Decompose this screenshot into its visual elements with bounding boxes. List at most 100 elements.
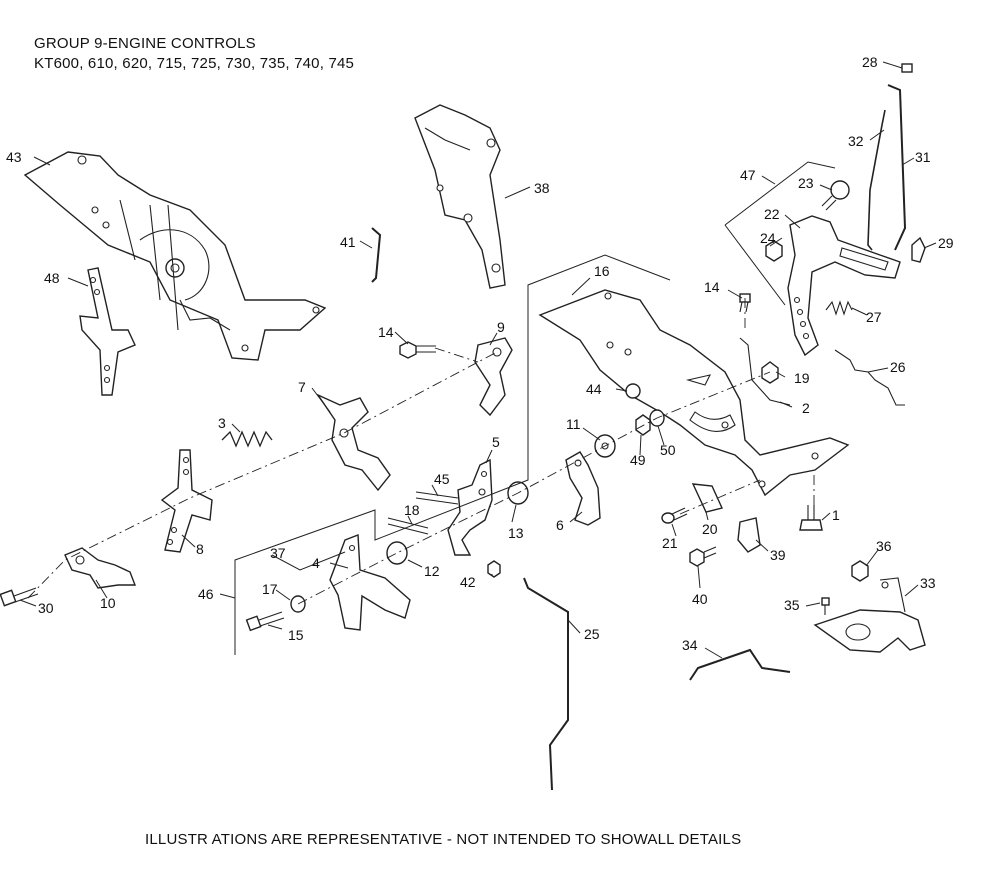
part-18-pin [387,517,429,535]
callout-34: 34 [682,637,698,653]
callout-44: 44 [586,381,602,397]
callout-11: 11 [566,416,581,432]
callout-45: 45 [434,471,450,487]
part-4-lever [329,534,411,631]
model-list: KT600, 610, 620, 715, 725, 730, 735, 740… [34,55,355,72]
callout-4: 4 [312,555,320,571]
callout-13: 13 [508,525,524,541]
part-10-plate [64,547,137,589]
callout-14a: 14 [378,324,394,340]
callout-37: 37 [270,545,286,561]
callout-48: 48 [44,270,60,286]
callout-27: 27 [866,309,882,325]
callout-43: 43 [6,149,22,165]
callout-47: 47 [740,167,756,183]
part-6-lever [565,451,601,526]
part-30-bolt [0,587,39,607]
callout-50: 50 [660,442,676,458]
part-36-nut [851,560,869,582]
callout-36: 36 [876,538,892,554]
part-33-bracket [813,577,926,653]
group-outline-lines [234,161,836,655]
part-29-clip [911,236,926,263]
part-7-lever [316,393,391,492]
callout-38: 38 [534,180,550,196]
callout-23: 23 [798,175,814,191]
part-8-lever [160,449,213,553]
diagram-title: GROUP 9-ENGINE CONTROLS [34,35,256,52]
part-26-spring [834,349,905,406]
callout-40: 40 [692,591,708,607]
callout-42: 42 [460,574,476,590]
part-34-rod [689,648,791,681]
part-3-spring [221,430,273,448]
part-38-bracket [414,104,506,289]
part-39-clip [737,517,761,553]
leader-lines [19,61,937,659]
callout-28: 28 [862,54,878,70]
callout-49: 49 [630,452,646,468]
callout-41: 41 [340,234,356,250]
part-43-control-bracket [23,151,327,361]
callout-18: 18 [404,502,420,518]
callout-33: 33 [920,575,936,591]
callout-24: 24 [760,230,776,246]
callout-26: 26 [890,359,906,375]
part-40-bolt [689,546,717,567]
part-12-washer [386,541,408,565]
part-41-rod [371,227,382,283]
callout-21: 21 [662,535,678,551]
part-1-bolt [799,505,823,531]
part-14-bolt-left [399,341,436,359]
callout-14b: 14 [704,279,720,295]
callout-1: 1 [832,507,840,523]
callout-31: 31 [915,149,931,165]
callout-22: 22 [764,206,780,222]
part-25-rod [523,577,569,791]
callout-20: 20 [702,521,718,537]
callout-9: 9 [497,319,505,335]
callout-32: 32 [848,133,864,149]
callout-10: 10 [100,595,116,611]
part-28-screw [901,63,913,73]
callout-17: 17 [262,581,278,597]
part-49-nut [635,414,651,436]
callout-29: 29 [938,235,954,251]
part-15-bolt [245,611,285,632]
callout-30: 30 [38,600,54,616]
part-44-bushing [625,383,641,399]
callout-7: 7 [298,379,306,395]
callout-16: 16 [594,263,610,279]
part-22-lever [787,215,901,357]
part-23-knob [821,180,850,211]
part-48-lever [79,267,136,396]
callout-35: 35 [784,597,800,613]
callout-15: 15 [288,627,304,643]
callout-3: 3 [218,415,226,431]
callout-2: 2 [802,400,810,416]
part-21-bolt [661,507,688,524]
part-42-nut [487,560,501,578]
callout-19: 19 [794,370,810,386]
disclaimer-footer: ILLUSTR ATIONS ARE REPRESENTATIVE - NOT … [145,831,742,848]
part-19-nut [761,361,779,384]
part-20-clip [691,483,723,513]
callout-39: 39 [770,547,786,563]
callout-12: 12 [424,563,440,579]
callout-5: 5 [492,434,500,450]
callout-25: 25 [584,626,600,642]
dashed-centerlines [27,298,815,605]
callout-numbers: 43 48 41 38 14 9 7 3 8 10 30 16 44 2 19 … [6,54,954,653]
callout-6: 6 [556,517,564,533]
part-16-main-bracket [538,289,850,497]
callout-46: 46 [198,586,214,602]
part-35-screw [821,597,830,615]
part-31-rod [887,84,907,251]
part-2-spring [739,337,791,406]
part-5-lever [447,458,493,556]
part-9-lever [474,337,513,417]
part-32-rod [867,109,886,251]
part-27-spring [825,300,853,316]
callout-8: 8 [196,541,204,557]
